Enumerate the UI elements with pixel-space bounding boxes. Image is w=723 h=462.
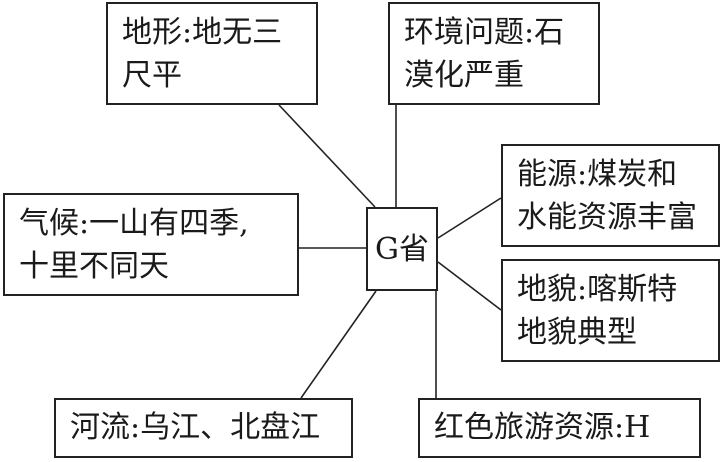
landform-line-2: 地貌典型	[517, 315, 637, 350]
terrain-box: 地形:地无三 尺平	[106, 2, 318, 105]
connector-river	[300, 290, 377, 399]
river-box: 河流:乌江、北盘江	[54, 398, 353, 458]
energy-line-1: 能源:煤炭和	[517, 157, 678, 192]
energy-line-2: 水能资源丰富	[517, 200, 697, 235]
connector-energy	[437, 197, 502, 239]
environment-box: 环境问题:石 漠化严重	[388, 2, 600, 105]
environment-line-1: 环境问题:石	[404, 15, 565, 50]
environment-line-2: 漠化严重	[404, 58, 524, 93]
center-node: G省	[366, 207, 438, 291]
terrain-line-1: 地形:地无三	[122, 15, 283, 50]
terrain-line-2: 尺平	[122, 58, 182, 93]
center-label: G省	[375, 231, 429, 267]
landform-box: 地貌:喀斯特 地貌典型	[501, 259, 720, 362]
river-line-1: 河流:乌江、北盘江	[70, 410, 321, 445]
climate-line-2: 十里不同天	[19, 249, 169, 284]
connector-terrain	[278, 104, 376, 208]
landform-line-1: 地貌:喀斯特	[517, 272, 678, 307]
climate-box: 气候:一山有四季, 十里不同天	[3, 193, 299, 296]
connector-landform	[437, 261, 502, 311]
red-tourism-line-1: 红色旅游资源:H	[434, 410, 651, 445]
climate-line-1: 气候:一山有四季,	[19, 206, 249, 241]
red-tourism-box: 红色旅游资源:H	[418, 398, 701, 458]
energy-box: 能源:煤炭和 水能资源丰富	[501, 144, 720, 247]
